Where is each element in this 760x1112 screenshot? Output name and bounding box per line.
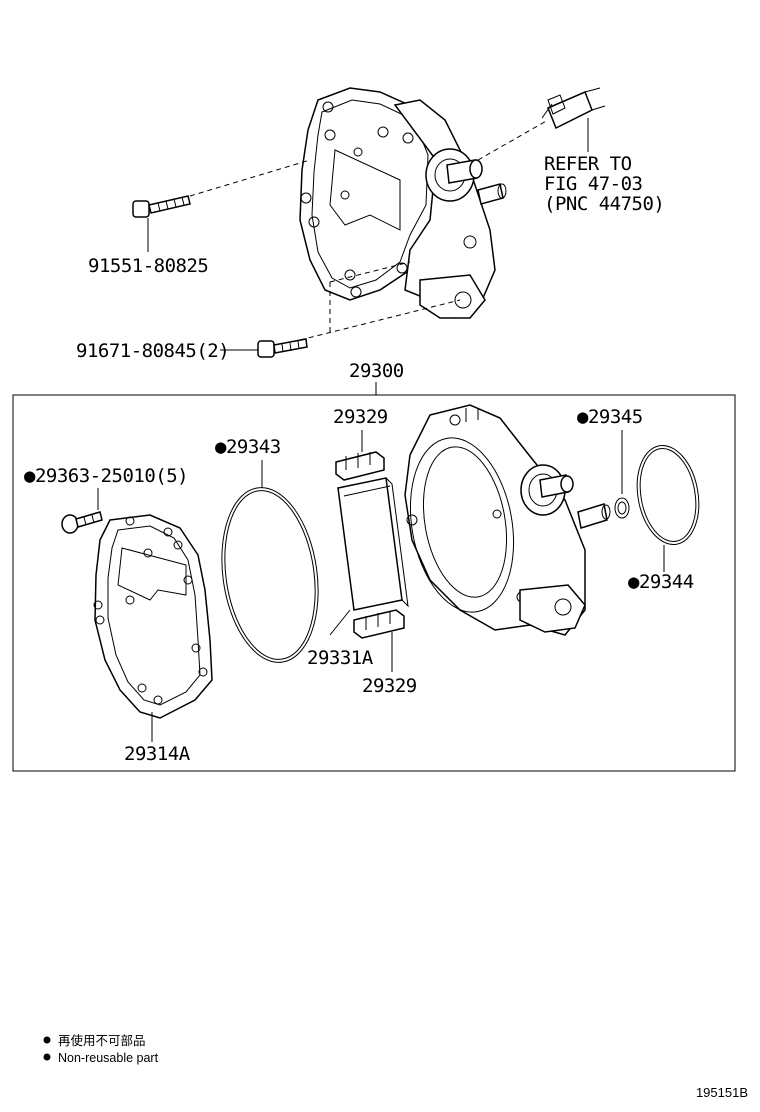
hose-reference-drawing [541,87,606,130]
label-29344-text: 29344 [639,571,694,593]
non-reusable-marker: ● [577,406,589,428]
label-91551-80825: 91551-80825 [88,255,208,277]
label-29329-top: 29329 [333,406,388,428]
non-reusable-marker: ● [24,465,36,487]
bolt-bottom-drawing [257,338,308,358]
refer-line-1: REFER TO [544,153,632,175]
legend-bullet-1 [43,1036,51,1044]
label-29363-25010: ●29363-25010(5) [24,465,188,487]
non-reusable-marker: ● [628,571,640,593]
label-29343-text: 29343 [226,436,281,458]
label-29345-text: 29345 [588,406,643,428]
rotor-drawing [337,477,409,611]
leader-rotor [329,609,351,636]
label-91671-80845: 91671-80845(2) [76,340,229,362]
refer-line-3: (PNC 44750) [544,193,664,215]
vane-bottom-drawing [353,609,405,639]
legend-english: Non-reusable part [58,1051,159,1065]
assembly-box [12,394,736,772]
dashed-line-bolt-top [189,159,311,197]
dashed-line-hose [477,119,549,161]
non-reusable-marker: ● [215,436,227,458]
label-29343: ●29343 [215,436,281,458]
label-29344: ●29344 [628,571,694,593]
large-oring-drawing [221,487,319,663]
small-oring-drawing [614,497,630,519]
housing-oring-drawing [636,444,700,546]
bolt-top-drawing [132,195,191,218]
label-29345: ●29345 [577,406,643,428]
figure-id: 195151B [696,1085,748,1100]
label-29314A: 29314A [124,743,191,765]
refer-line-2: FIG 47-03 [544,173,643,195]
vacuum-pump-assembly-drawing [299,87,507,319]
legend: 再使用不可部品 Non-reusable part [43,1033,159,1065]
label-29363-text: 29363-25010(5) [35,465,188,487]
legend-bullet-2 [43,1053,51,1061]
screw-drawing [61,511,103,534]
label-29331A: 29331A [307,647,374,669]
label-29329-bottom: 29329 [362,675,417,697]
dashed-line-bolt-bottom-b [299,299,461,341]
vane-top-drawing [335,451,385,481]
cover-gasket-drawing [93,514,213,719]
dashed-line-bolt-bottom-a [329,261,411,283]
legend-japanese: 再使用不可部品 [58,1033,146,1048]
label-29300: 29300 [349,360,404,382]
pump-housing-drawing [404,404,611,636]
